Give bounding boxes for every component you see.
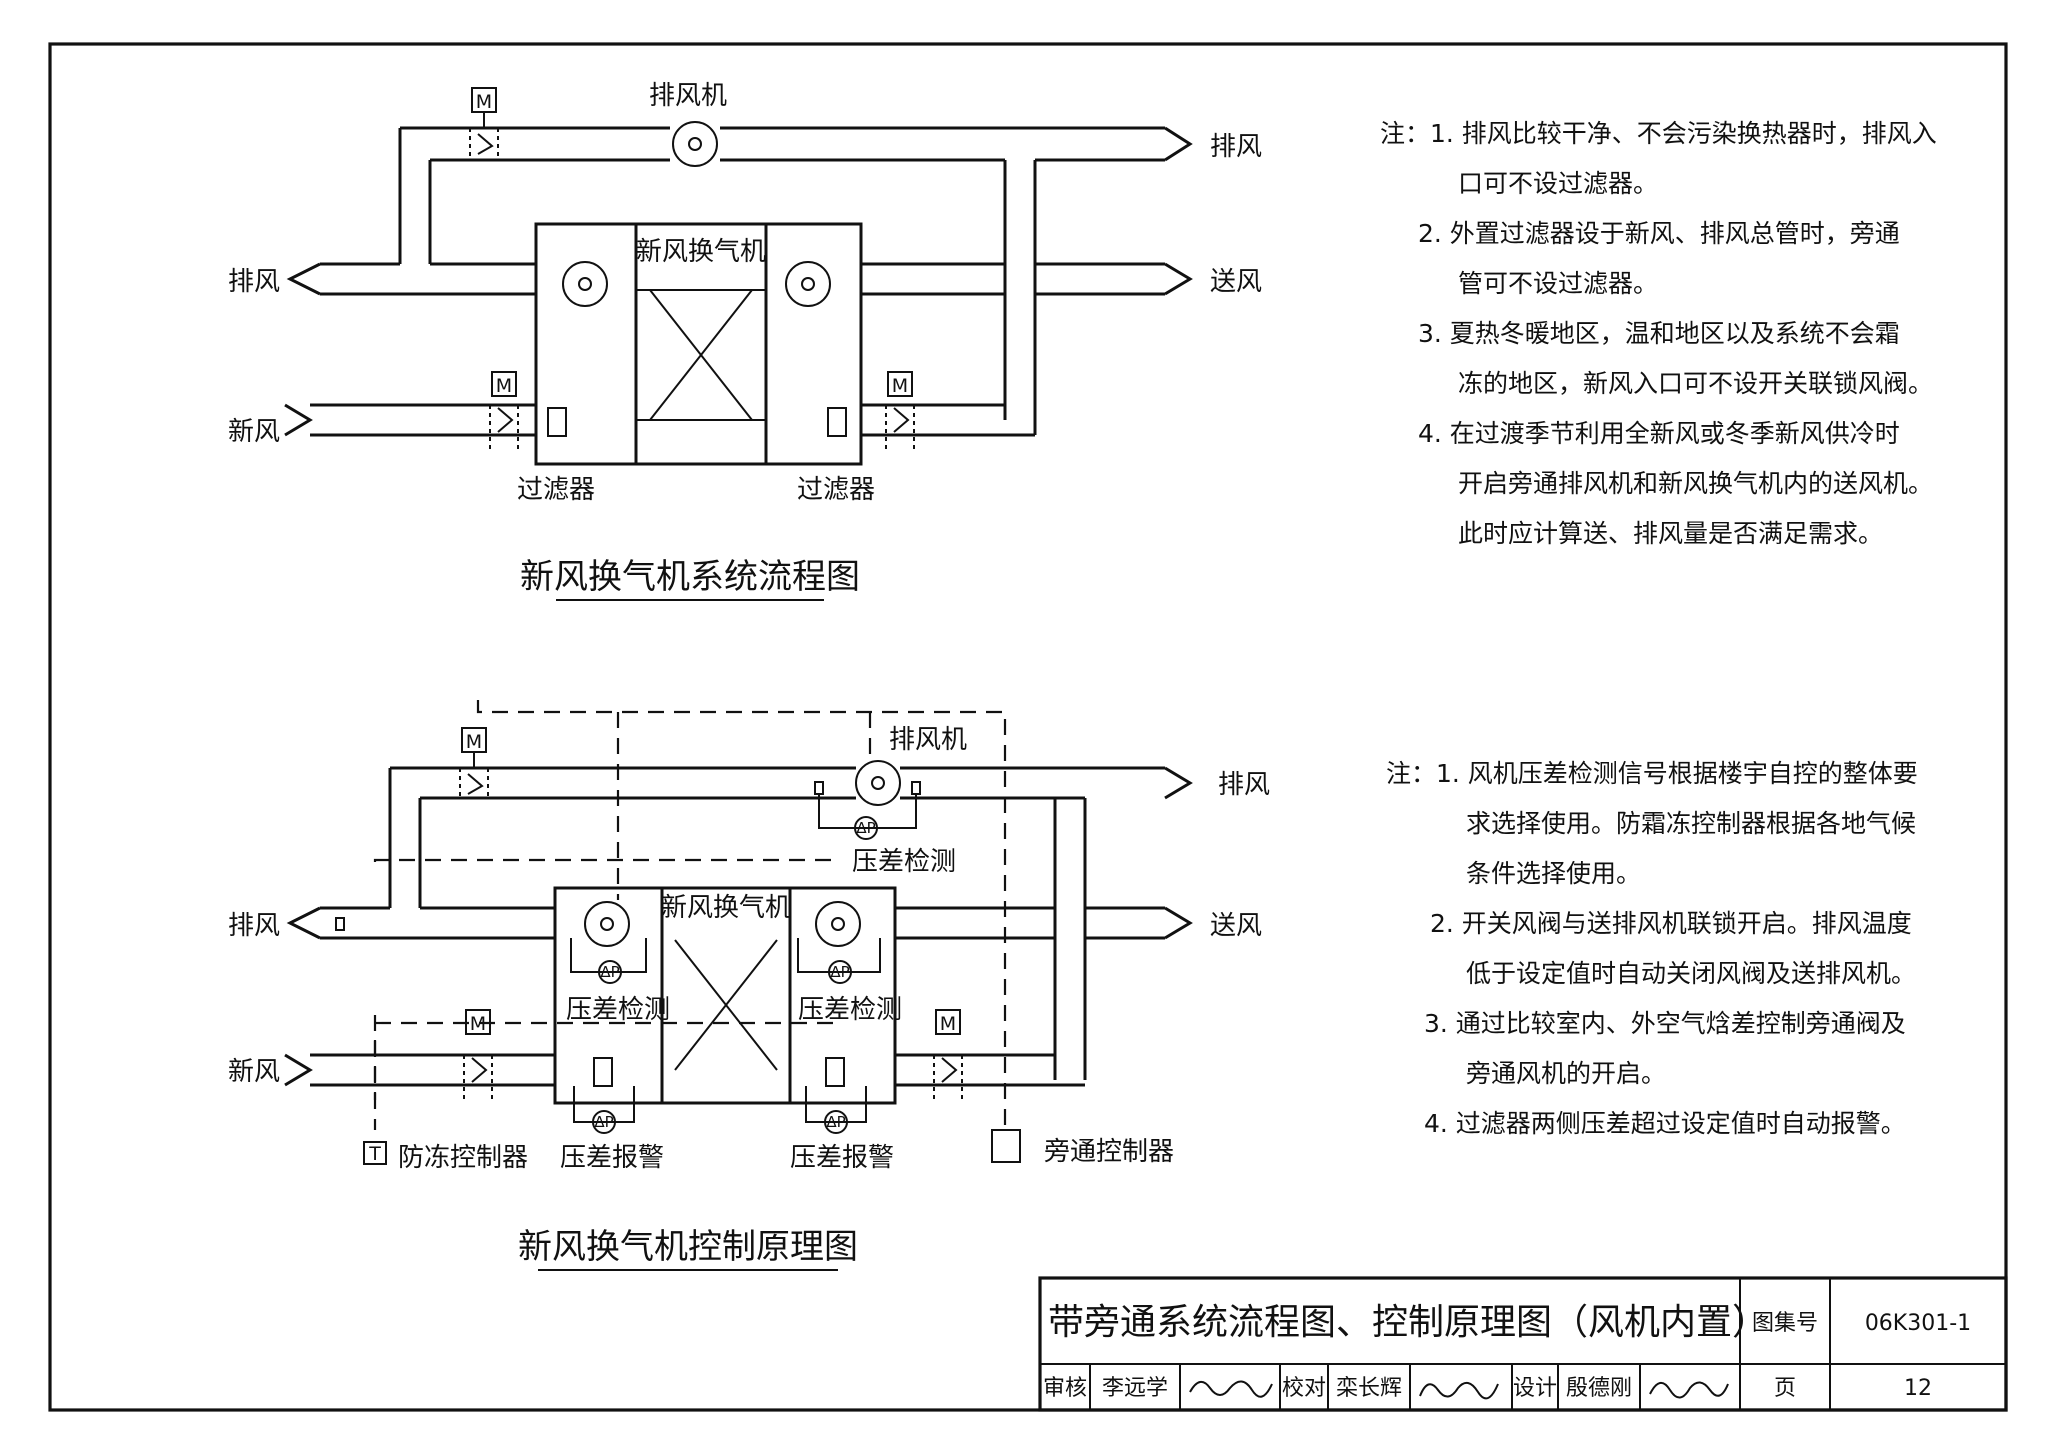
svg-text:4. 在过渡季节利用全新风或冬季新风供冷时: 4. 在过渡季节利用全新风或冬季新风供冷时 — [1418, 419, 1900, 448]
motor-damper-icon — [887, 371, 913, 397]
svg-text:求选择使用。防霜冻控制器根据各地气候: 求选择使用。防霜冻控制器根据各地气候 — [1466, 809, 1916, 838]
drawing-title: 带旁通系统流程图、控制原理图（风机内置） — [1048, 1302, 1768, 1343]
svg-text:T: T — [368, 1143, 381, 1165]
unit-label: 新风换气机 — [661, 893, 791, 923]
dp-sensor-icon — [828, 960, 852, 984]
exhaust-fan-internal-icon — [584, 901, 630, 947]
dp-detect-left-label: 压差检测 — [566, 995, 670, 1025]
dp-sensor-icon — [592, 1110, 616, 1134]
svg-text:李远学: 李远学 — [1102, 1376, 1168, 1401]
svg-text:冻的地区，新风入口可不设开关联锁风阀。: 冻的地区，新风入口可不设开关联锁风阀。 — [1458, 369, 1933, 398]
supply-label: 送风 — [1210, 267, 1262, 297]
dp-detect-top-label: 压差检测 — [852, 847, 956, 877]
svg-text:栾长辉: 栾长辉 — [1336, 1376, 1402, 1401]
svg-text:ΔP: ΔP — [856, 819, 875, 837]
exhaust-fan-icon — [855, 760, 901, 806]
svg-text:管可不设过滤器。: 管可不设过滤器。 — [1458, 269, 1658, 298]
svg-text:2. 外置过滤器设于新风、排风总管时，旁通: 2. 外置过滤器设于新风、排风总管时，旁通 — [1418, 219, 1900, 248]
temp-sensor-icon — [335, 917, 345, 931]
svg-text:口可不设过滤器。: 口可不设过滤器。 — [1458, 169, 1658, 198]
svg-text:M: M — [476, 91, 492, 113]
filter-icon — [593, 1057, 613, 1087]
filter-label-right: 过滤器 — [797, 475, 875, 505]
svg-text:此时应计算送、排风量是否满足需求。: 此时应计算送、排风量是否满足需求。 — [1458, 519, 1883, 548]
sensor-port-icon — [814, 781, 824, 795]
unit-label: 新风换气机 — [636, 237, 766, 267]
sensor-port-icon — [911, 781, 921, 795]
svg-text:M: M — [466, 731, 482, 753]
exhaust-fan-label: 排风机 — [889, 725, 967, 755]
svg-text:设计: 设计 — [1513, 1376, 1557, 1401]
svg-text:M: M — [496, 375, 512, 397]
page-number: 12 — [1904, 1376, 1932, 1401]
svg-text:注：1. 风机压差检测信号根据楼宇自控的整体要: 注：1. 风机压差检测信号根据楼宇自控的整体要 — [1386, 759, 1918, 788]
caption-flow: 新风换气机系统流程图 — [520, 557, 860, 597]
svg-text:开启旁通排风机和新风换气机内的送风机。: 开启旁通排风机和新风换气机内的送风机。 — [1458, 469, 1933, 498]
atlas-number: 06K301-1 — [1865, 1311, 1971, 1336]
dp-alarm-right-label: 压差报警 — [790, 1143, 894, 1173]
svg-text:3. 通过比较室内、外空气焓差控制旁通阀及: 3. 通过比较室内、外空气焓差控制旁通阀及 — [1424, 1009, 1906, 1038]
fresh-air-label: 新风 — [228, 1057, 280, 1087]
caption-control: 新风换气机控制原理图 — [518, 1227, 858, 1267]
filter-icon — [825, 1057, 845, 1087]
dp-sensor-icon — [824, 1110, 848, 1134]
motor-damper-icon — [935, 1009, 961, 1035]
svg-text:ΔP: ΔP — [600, 963, 619, 981]
filter-icon — [547, 407, 567, 437]
svg-text:M: M — [470, 1013, 486, 1035]
designer-signature — [1649, 1381, 1729, 1399]
exhaust-in-label: 排风 — [228, 267, 280, 297]
antifreeze-controller-icon — [363, 1141, 387, 1165]
fresh-air-label: 新风 — [228, 417, 280, 447]
svg-text:注：1. 排风比较干净、不会污染换热器时，排风入: 注：1. 排风比较干净、不会污染换热器时，排风入 — [1380, 119, 1937, 148]
svg-text:殷德刚: 殷德刚 — [1566, 1376, 1632, 1401]
page-label: 页 — [1774, 1376, 1796, 1401]
antifreeze-controller-label: 防冻控制器 — [398, 1143, 528, 1173]
svg-text:ΔP: ΔP — [830, 963, 849, 981]
atlas-label: 图集号 — [1752, 1311, 1818, 1336]
exhaust-fan-internal-icon — [562, 261, 608, 307]
svg-text:M: M — [892, 375, 908, 397]
svg-text:审核: 审核 — [1043, 1376, 1087, 1401]
motor-damper-icon — [491, 371, 517, 397]
reviewer-signature — [1189, 1380, 1273, 1398]
svg-text:3. 夏热冬暖地区，温和地区以及系统不会霜: 3. 夏热冬暖地区，温和地区以及系统不会霜 — [1418, 319, 1900, 348]
bypass-controller-label: 旁通控制器 — [1044, 1137, 1174, 1167]
svg-text:低于设定值时自动关闭风阀及送排风机。: 低于设定值时自动关闭风阀及送排风机。 — [1466, 959, 1916, 988]
svg-text:ΔP: ΔP — [594, 1113, 613, 1131]
heat-exchanger-core — [634, 222, 768, 466]
filter-icon — [827, 407, 847, 437]
control-diagram: 新风换气机 排风机 排风 ΔP 压差检测 M 排风 — [228, 700, 1270, 1271]
exhaust-fan-icon — [672, 121, 718, 167]
bypass-controller-icon — [991, 1129, 1021, 1163]
svg-text:2. 开关风阀与送排风机联锁开启。排风温度: 2. 开关风阀与送排风机联锁开启。排风温度 — [1430, 909, 1912, 938]
notes-control: 注：1. 风机压差检测信号根据楼宇自控的整体要 求选择使用。防霜冻控制器根据各地… — [1386, 759, 1918, 1138]
notes-flow: 注：1. 排风比较干净、不会污染换热器时，排风入 口可不设过滤器。 2. 外置过… — [1380, 119, 1937, 548]
checker-signature — [1419, 1381, 1499, 1400]
svg-text:条件选择使用。: 条件选择使用。 — [1466, 859, 1641, 888]
filter-label-left: 过滤器 — [517, 475, 595, 505]
svg-text:4. 过滤器两侧压差超过设定值时自动报警。: 4. 过滤器两侧压差超过设定值时自动报警。 — [1424, 1109, 1906, 1138]
supply-fan-internal-icon — [815, 901, 861, 947]
dp-alarm-left-label: 压差报警 — [560, 1143, 664, 1173]
exhaust-out-label: 排风 — [1210, 132, 1262, 162]
dp-detect-right-label: 压差检测 — [798, 995, 902, 1025]
title-block: 带旁通系统流程图、控制原理图（风机内置） 图集号 06K301-1 审核 李远学… — [1038, 1276, 2008, 1412]
svg-text:M: M — [940, 1013, 956, 1035]
exhaust-fan-label: 排风机 — [649, 81, 727, 111]
dp-sensor-icon — [598, 960, 622, 984]
heat-exchanger-core — [660, 886, 792, 1105]
supply-label: 送风 — [1210, 911, 1262, 941]
sheet-border — [48, 42, 2008, 1412]
exhaust-out-label: 排风 — [1218, 770, 1270, 800]
svg-text:校对: 校对 — [1282, 1376, 1326, 1401]
flow-diagram: 新风换气机 排风机 排风 M 排风 送风 — [228, 81, 1262, 601]
svg-text:ΔP: ΔP — [826, 1113, 845, 1131]
dp-sensor-icon — [854, 816, 878, 840]
motor-damper-icon — [465, 1009, 491, 1035]
svg-text:旁通风机的开启。: 旁通风机的开启。 — [1466, 1059, 1666, 1088]
exhaust-in-label: 排风 — [228, 911, 280, 941]
supply-fan-internal-icon — [785, 261, 831, 307]
